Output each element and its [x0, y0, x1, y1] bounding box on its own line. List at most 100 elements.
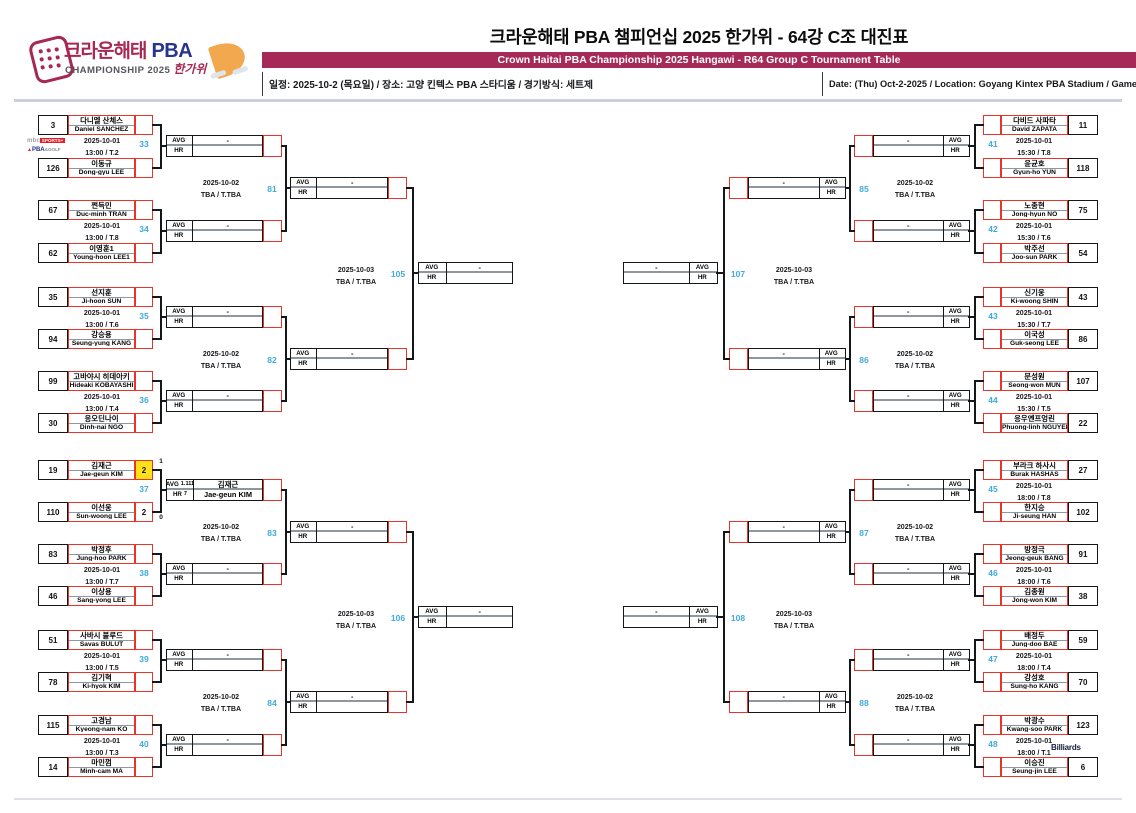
avg-label: AVG	[172, 735, 186, 743]
slot-player: -	[874, 391, 943, 411]
match-time: TBA / T.TBA	[200, 190, 242, 199]
player-name-kr: 마민껌	[69, 758, 134, 768]
match-date: 2025-10-01	[1015, 482, 1053, 490]
bracket-line	[723, 358, 730, 360]
seed-cell: 91	[1068, 544, 1098, 564]
match-time: 13:00 / T.6	[85, 320, 119, 329]
seed-cell: 115	[38, 715, 68, 735]
bracket-line	[152, 724, 162, 726]
match-number: 43	[988, 311, 998, 321]
match-time: TBA / T.TBA	[200, 361, 242, 370]
hr-label: HR	[172, 490, 182, 498]
avg-label: AVG	[948, 480, 962, 488]
bracket-line	[849, 489, 855, 491]
score-cell	[983, 502, 1001, 522]
slot-player-bottom	[317, 702, 387, 710]
bracket-line	[152, 338, 162, 340]
pba-logo-text: PBA	[31, 147, 45, 153]
hr-label: HR	[950, 146, 960, 154]
match-time: 13:00 / T.2	[85, 148, 119, 157]
seed-cell: 75	[1068, 200, 1098, 220]
bracket-line	[406, 187, 413, 189]
bracket-line	[723, 531, 725, 703]
player-name-kr: 신기웅	[1002, 288, 1067, 298]
logo-brand-pba: PBA	[146, 40, 193, 62]
slot-score-cell	[729, 348, 748, 370]
bracket-line	[968, 573, 976, 575]
bracket-line	[152, 124, 162, 126]
bracket-line	[152, 422, 162, 424]
bracket-line	[716, 272, 724, 274]
match-number: 85	[859, 184, 869, 194]
slot-player-bottom	[193, 574, 262, 582]
billiards-tv-text: Billiards	[1051, 743, 1081, 752]
slot-score-cell	[854, 479, 873, 501]
match-time: TBA / T.TBA	[773, 621, 815, 630]
match-number: 36	[139, 395, 149, 405]
match-time: 15:30 / T.7	[1017, 320, 1051, 329]
slot-score-cell	[729, 691, 748, 713]
slot-player-top: -	[874, 221, 943, 232]
match-number: 84	[267, 698, 277, 708]
event-info-en: Date: (Thu) Oct-2-2025 / Location: Goyan…	[822, 72, 1136, 96]
score-cell	[983, 586, 1001, 606]
match-number: 33	[139, 139, 149, 149]
bracket-line	[281, 316, 287, 318]
bracket-line	[285, 187, 291, 189]
player-name-en: Sun-woong LEE	[76, 512, 127, 519]
player-name-kr: 이영훈1	[69, 244, 134, 254]
player-name-kr: 고경남	[69, 716, 134, 726]
moon-icon	[207, 37, 250, 80]
bracket-line	[160, 573, 167, 575]
slot-player-bottom	[624, 617, 689, 625]
bracket-line	[406, 358, 413, 360]
seed-cell: 35	[38, 287, 68, 307]
slot-player-bottom	[749, 359, 819, 367]
slot-player-top: -	[447, 263, 512, 274]
bracket-line	[849, 316, 855, 318]
bracket-line	[968, 230, 976, 232]
bracket-line	[152, 380, 162, 382]
avg-label: AVG	[948, 735, 962, 743]
slot-player: -	[624, 607, 689, 627]
avg-label: AVG	[296, 178, 310, 186]
bracket-line	[968, 659, 976, 661]
hr-label: HR	[950, 231, 960, 239]
hr-label: HR	[950, 317, 960, 325]
bracket-line	[968, 145, 976, 147]
score-cell	[135, 715, 153, 735]
player-name-en: Jeong-geuk BANG	[1005, 554, 1064, 561]
player-name-en: Jong-won KIM	[1011, 596, 1058, 603]
hr-label: HR	[174, 401, 184, 409]
slot-player-bottom	[317, 188, 387, 196]
score-cell	[983, 115, 1001, 135]
hr-label: HR	[427, 273, 437, 281]
player-name-en: Hideaki KOBAYASHI	[69, 381, 134, 388]
avg-label: AVG	[824, 178, 838, 186]
match-time: TBA / T.TBA	[894, 704, 936, 713]
match-time: TBA / T.TBA	[335, 621, 377, 630]
